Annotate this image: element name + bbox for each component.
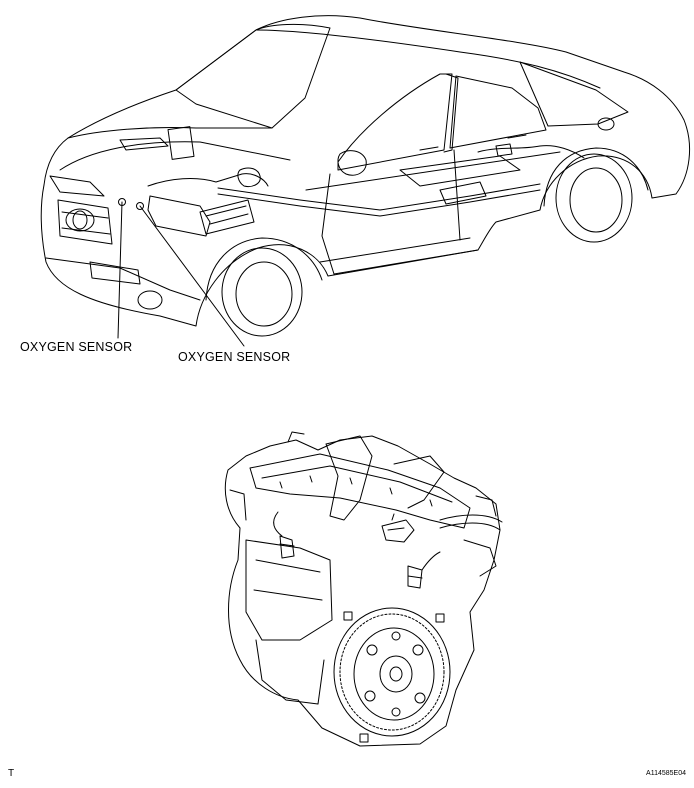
grille-slat-2 <box>62 228 110 234</box>
coolant-pipe-2 <box>440 523 500 530</box>
door-handle-rear <box>508 135 526 138</box>
o2-sensor-left-wire <box>274 512 282 536</box>
center-bracket <box>382 520 414 542</box>
door-sill <box>334 250 478 274</box>
fuel-tank <box>400 156 520 186</box>
engine-block <box>246 540 332 640</box>
car-body-outline <box>41 16 689 326</box>
rear-wheel-hub <box>570 168 622 232</box>
o2-sensor-right-body <box>408 566 422 588</box>
engine-outline <box>225 436 500 746</box>
engine-detail-1 <box>230 490 246 520</box>
intake-manifold <box>326 436 372 520</box>
body-side-crease <box>306 152 560 190</box>
cowl-detail <box>120 138 168 150</box>
flywheel-plate <box>354 628 434 720</box>
front-wheel-hub <box>236 262 292 326</box>
front-side-window <box>338 74 452 170</box>
oil-pan <box>256 640 324 704</box>
leader-line-left <box>118 202 122 338</box>
block-rib-2 <box>254 590 322 600</box>
fog-lamp <box>138 291 162 309</box>
exhaust-muffler <box>440 182 486 204</box>
side-mirror <box>338 151 366 176</box>
grille-slat-1 <box>62 212 108 218</box>
cam-cover-ridge <box>262 466 452 502</box>
hose-right <box>464 540 496 576</box>
engine-detail-2 <box>288 432 304 442</box>
rear-connector <box>496 144 512 156</box>
flywheel-hole-3 <box>365 691 375 701</box>
front-door-line <box>322 174 334 274</box>
center-bracket-detail <box>388 514 404 530</box>
rear-side-window <box>450 76 546 148</box>
windshield <box>176 24 330 128</box>
exhaust-pipe-lower <box>218 190 540 216</box>
bellhousing-tab-1 <box>344 612 352 620</box>
intake-runner-2 <box>394 456 444 508</box>
oxygen-sensor-label-right: OXYGEN SENSOR <box>178 350 291 364</box>
door-handle-front <box>420 147 438 150</box>
block-rib-1 <box>256 560 320 572</box>
sensor-marker-rear <box>137 203 144 210</box>
front-bumper <box>46 258 200 300</box>
toyota-emblem <box>66 209 94 231</box>
flywheel-center <box>390 667 402 681</box>
coolant-pipe <box>440 515 502 522</box>
strut-tower <box>238 168 260 187</box>
front-wheel <box>222 248 302 336</box>
engine-detail-3 <box>476 496 496 516</box>
cylinder-head <box>250 454 470 528</box>
grille <box>58 200 112 244</box>
cam-cover-bolts <box>280 476 432 506</box>
intake-duct <box>148 174 268 186</box>
battery <box>200 200 254 234</box>
ecm-box <box>168 127 194 160</box>
rear-wheel <box>556 154 632 242</box>
exhaust-pipe <box>218 184 540 210</box>
flywheel-hole-4 <box>415 693 425 703</box>
air-cleaner-box <box>148 196 210 236</box>
flywheel-hub <box>380 656 412 692</box>
flywheel-hole-6 <box>392 708 400 716</box>
footer-mark: T <box>8 768 15 779</box>
rear-door-line <box>454 150 460 240</box>
roof-line <box>256 30 600 88</box>
battery-detail <box>206 206 248 224</box>
lower-body-line <box>320 238 470 262</box>
o2-sensor-right-hex <box>408 576 422 578</box>
flywheel-hole-1 <box>367 645 377 655</box>
bellhousing-tab-3 <box>360 734 368 742</box>
flywheel-teeth <box>340 614 444 730</box>
flywheel-ring <box>334 608 450 736</box>
flywheel-hole-5 <box>392 632 400 640</box>
b-pillar <box>444 74 458 152</box>
flywheel-hole-2 <box>413 645 423 655</box>
front-wheel-arch <box>206 238 322 300</box>
figure-id: A114585E04 <box>646 770 686 777</box>
fuel-lid <box>598 118 614 130</box>
leader-line-right <box>140 206 244 346</box>
lower-intake <box>90 262 140 284</box>
o2-sensor-left-body <box>280 536 294 558</box>
o2-sensor-right-wire <box>422 552 440 570</box>
bellhousing-tab-2 <box>436 614 444 622</box>
rear-wheel-arch <box>544 148 648 206</box>
o2-sensor-left-hex <box>280 544 294 546</box>
rear-window <box>520 62 628 126</box>
headlamp-left <box>50 176 104 196</box>
oxygen-sensor-label-left: OXYGEN SENSOR <box>20 340 133 354</box>
toyota-emblem-inner <box>73 211 87 229</box>
